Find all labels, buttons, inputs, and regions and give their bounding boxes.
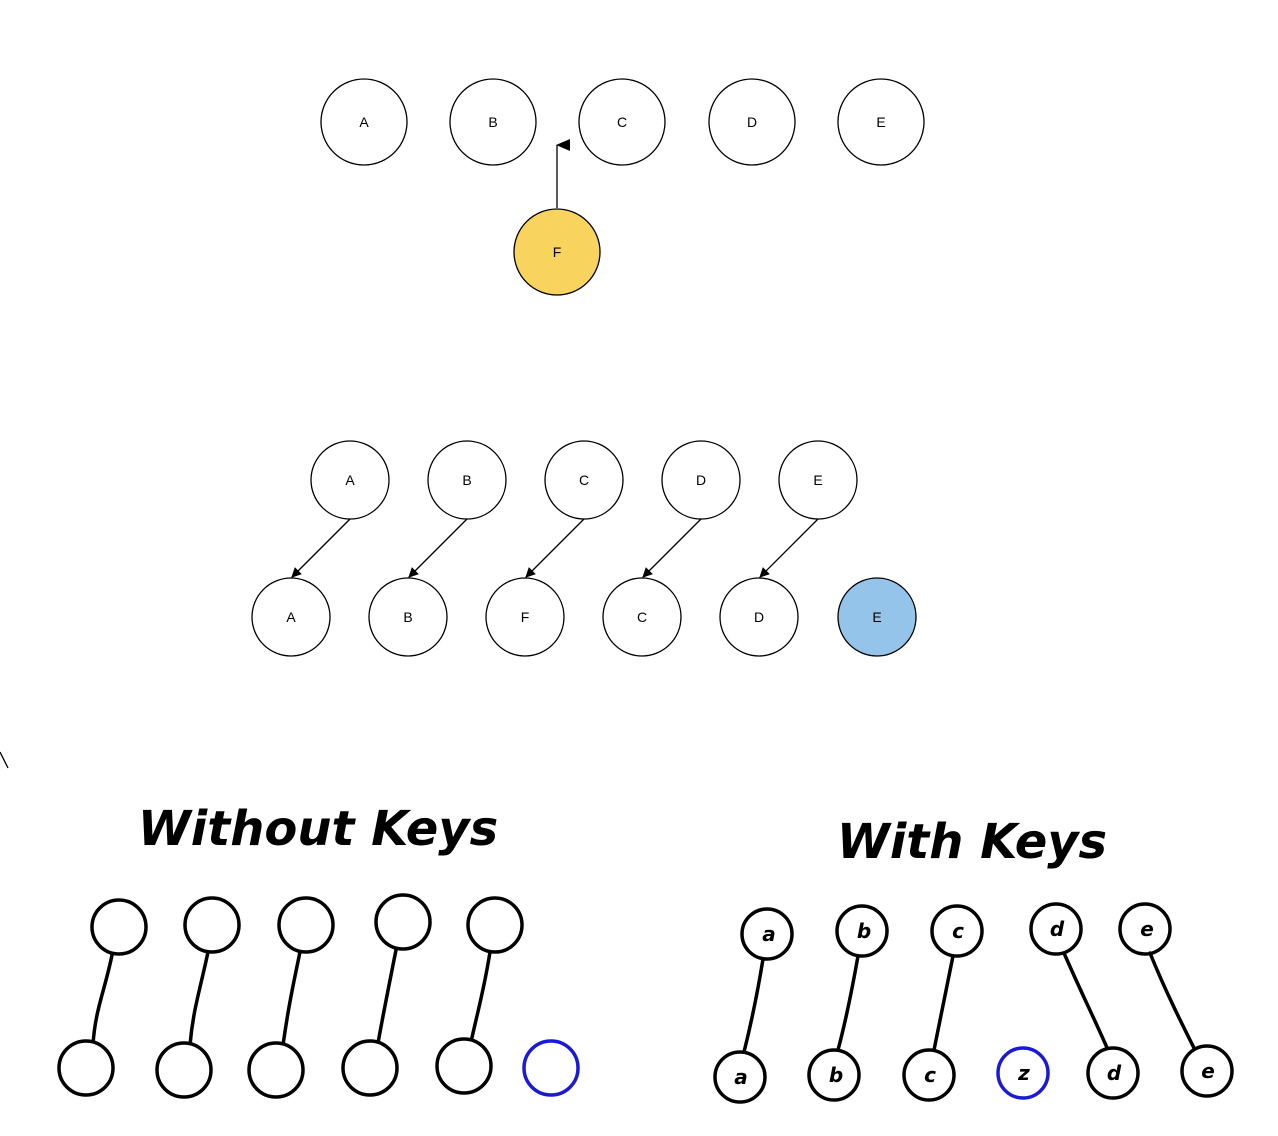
node-label: z [1017,1061,1030,1085]
link-line [91,953,114,1047]
without-keys-sketch: Without Keys [57,801,580,1099]
new-node-d: D [719,577,799,657]
new-node-b: b [807,1048,861,1102]
node-label: D [747,114,757,130]
link-line [281,950,302,1047]
node-a: A [320,78,408,166]
mapping-arrow [759,518,819,578]
link-line [1148,951,1197,1052]
link-line [742,957,765,1054]
old-node-d: d [1029,902,1083,956]
node-label: B [488,114,497,130]
node-label: c [924,1063,936,1087]
node-f-inserted: F [513,208,601,296]
mapping-arrow [291,518,351,578]
link-line [376,948,398,1045]
new-node-e-created: E [837,577,917,657]
old-node [183,896,241,954]
shift-diagram: A B C D E A B [251,440,917,657]
new-node [57,1039,115,1097]
old-node [466,896,524,954]
insertion-diagram: A B C D E F [320,78,925,296]
new-node [155,1041,213,1099]
old-node [277,896,335,954]
new-node-a: a [713,1050,767,1104]
node-e: E [837,78,925,166]
new-node-created [522,1039,580,1097]
node-label: e [1140,917,1154,941]
new-node-b: B [368,577,448,657]
new-node-f: F [485,577,565,657]
node-label: a [734,1065,748,1089]
old-node [374,893,432,951]
node-label: E [872,609,881,625]
node-label: F [553,244,562,260]
old-node-c: C [544,440,624,520]
old-node-a: A [310,440,390,520]
node-d: D [708,78,796,166]
link-line [836,954,860,1052]
node-label: F [521,609,530,625]
old-node [90,898,148,956]
old-node-c: c [930,904,984,958]
new-node-a: A [251,577,331,657]
node-label: a [762,922,776,946]
node-label: A [359,114,369,130]
node-label: e [1201,1059,1215,1083]
node-label: A [345,472,355,488]
link-line [188,950,210,1047]
old-node-e: e [1118,902,1172,956]
node-label: D [696,472,706,488]
node-label: B [462,472,471,488]
node-label: b [857,919,871,943]
mapping-arrow [408,518,468,578]
old-node-b: B [427,440,507,520]
new-node-c: c [902,1048,956,1102]
node-label: C [579,472,589,488]
with-keys-sketch: With Keys a b c d e a [713,814,1234,1104]
new-node-d: d [1086,1046,1140,1100]
with-keys-title: With Keys [837,814,1107,870]
node-label: d [1050,917,1065,941]
new-node [341,1039,399,1097]
without-keys-title: Without Keys [138,801,498,857]
node-c: C [578,78,666,166]
old-node-b: b [835,904,889,958]
old-node-d: D [661,440,741,520]
new-node [435,1037,493,1095]
node-label: A [286,609,296,625]
node-label: B [403,609,412,625]
mapping-arrow [525,518,585,578]
node-label: c [952,919,964,943]
edge-mark [0,751,9,769]
node-label: C [637,609,647,625]
link-line [932,954,955,1052]
new-node-c: C [602,577,682,657]
old-node-e: E [778,440,858,520]
mapping-arrow [642,518,702,578]
node-label: C [617,114,627,130]
node-label: d [1107,1061,1122,1085]
new-node-z-created: z [996,1046,1050,1100]
new-node-e: e [1180,1044,1234,1098]
node-label: D [754,609,764,625]
old-node-a: a [740,907,794,961]
node-b: B [449,78,537,166]
node-label: b [829,1063,843,1087]
node-label: E [813,472,822,488]
node-label: E [876,114,885,130]
new-node [247,1041,305,1099]
link-line [469,950,492,1044]
link-line [1062,951,1110,1052]
